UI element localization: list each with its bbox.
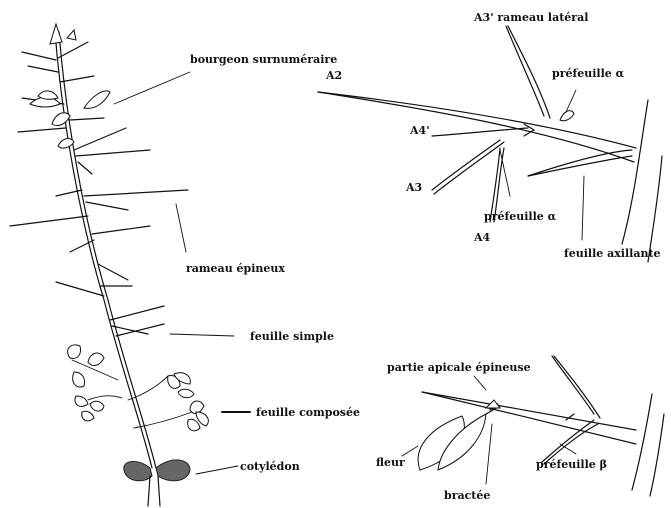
label-feuille-composee: feuille composée xyxy=(256,406,360,419)
label-feuille-simple: feuille simple xyxy=(250,330,334,343)
label-prefeuille-alpha-mid: préfeuille α xyxy=(484,210,557,223)
label-a3: A3 xyxy=(405,181,422,194)
label-partie-apicale-epineuse: partie apicale épineuse xyxy=(387,361,531,374)
label-a4: A4 xyxy=(473,231,491,244)
cotyledons xyxy=(124,460,190,506)
apical-bud xyxy=(50,24,76,44)
label-a3prime-rameau-lateral: A3' rameau latéral xyxy=(473,11,588,24)
label-rameau-epineux: rameau épineux xyxy=(186,262,285,275)
label-fleur: fleur xyxy=(376,456,405,469)
detail-bottom xyxy=(402,356,664,496)
label-prefeuille-alpha-top: préfeuille α xyxy=(552,67,625,80)
label-bractee: bractée xyxy=(444,489,490,502)
label-a2: A2 xyxy=(325,69,342,82)
label-prefeuille-beta: préfeuille β xyxy=(536,458,607,471)
spines xyxy=(10,42,188,336)
detail-top xyxy=(318,26,662,262)
label-a4prime: A4' xyxy=(409,124,430,137)
label-cotyledon: cotylédon xyxy=(240,460,300,473)
label-feuille-axillante: feuille axillante xyxy=(564,247,661,260)
label-bourgeon-surnumeraire: bourgeon surnuméraire xyxy=(190,53,337,66)
